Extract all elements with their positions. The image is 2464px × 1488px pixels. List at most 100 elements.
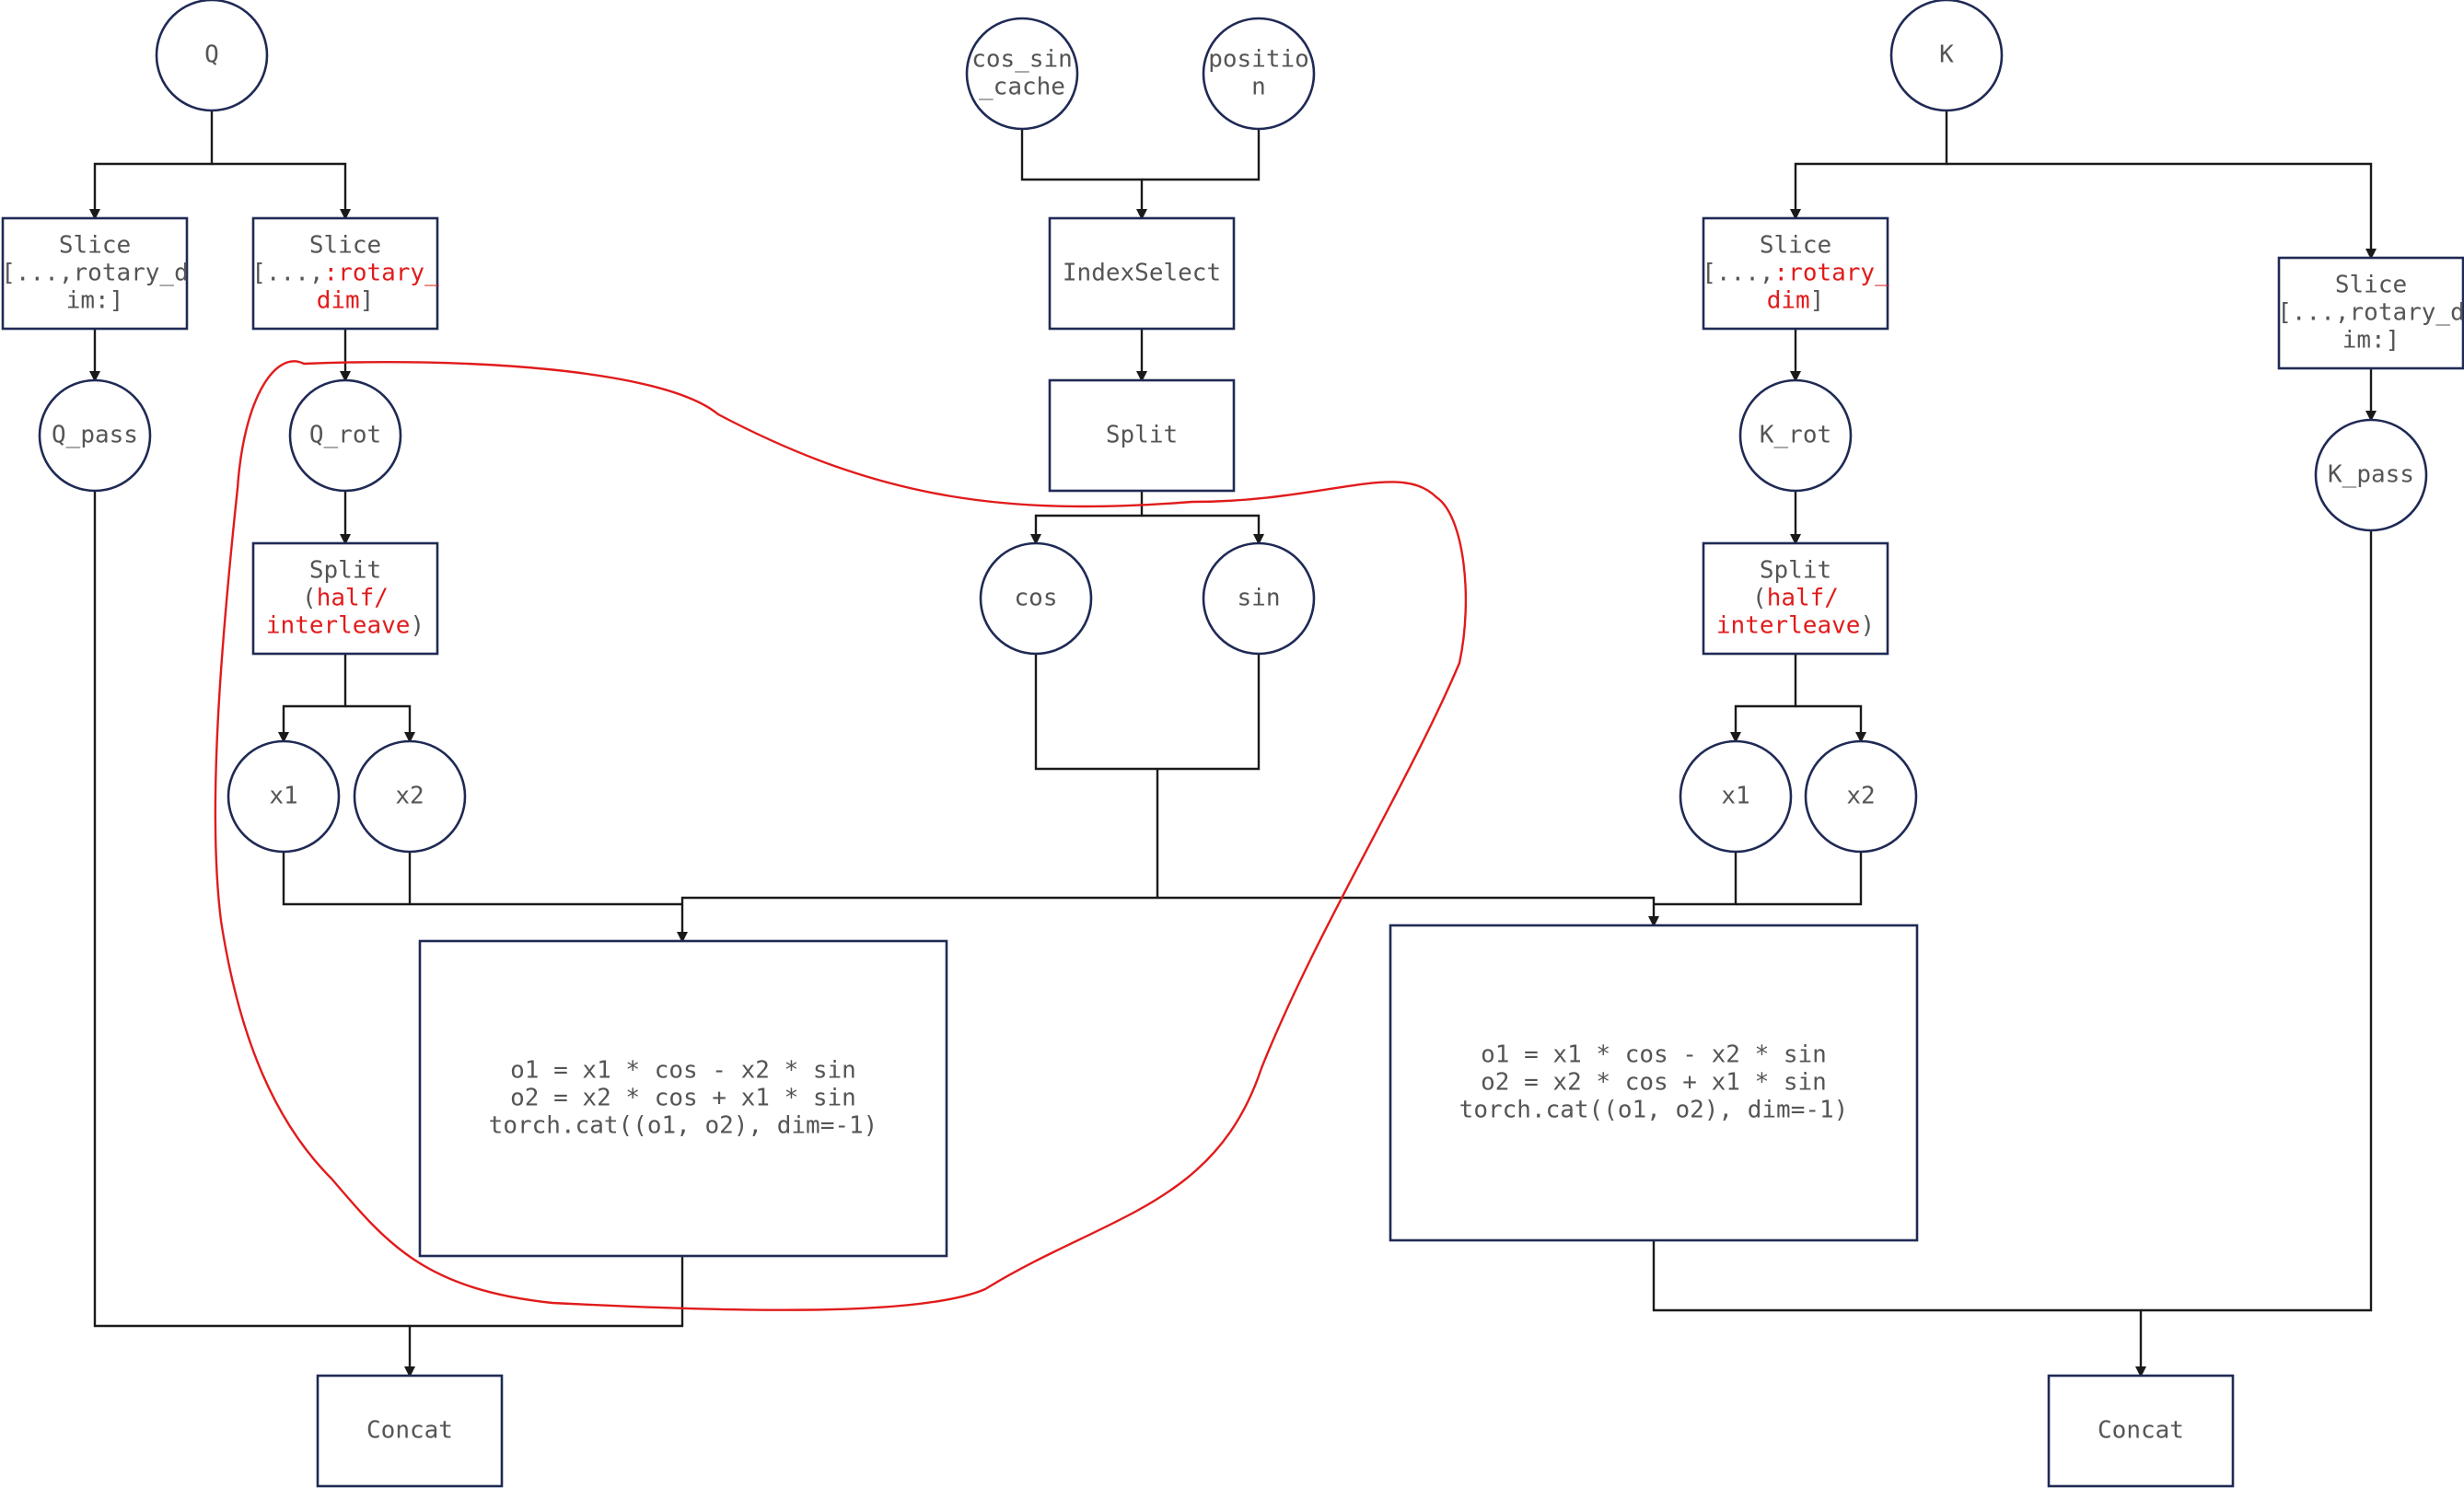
label-segment: n <box>1251 74 1266 101</box>
node-label: Q_pass <box>52 422 138 449</box>
node-shape <box>316 1374 504 1488</box>
label-segment: Slice <box>1760 232 1831 260</box>
label-segment: x2 <box>395 783 424 810</box>
edge-qpass-to-concat <box>93 491 410 1328</box>
label-segment: Q <box>204 41 219 69</box>
node-q-x2: x2 <box>353 739 467 854</box>
label-segment: Q_pass <box>52 422 138 449</box>
label-segment: ) <box>410 612 424 640</box>
node-label: Slice[...,:rotary_dim] <box>251 232 439 315</box>
label-segment: Slice <box>59 232 131 260</box>
label-segment: im:] <box>2342 327 2400 355</box>
node-label: sin <box>1238 585 1281 612</box>
node-shape <box>1202 17 1316 131</box>
node-shape <box>353 739 467 854</box>
edge-ksplit-to-x2 <box>1796 704 1866 743</box>
label-segment: ] <box>360 287 375 315</box>
node-label: x1 <box>269 783 297 810</box>
label-segment: im:] <box>66 287 124 315</box>
label-segment: :rotary_ <box>324 260 440 287</box>
node-label: x1 <box>1721 783 1749 810</box>
node-shape <box>1 216 189 331</box>
label-segment: half/ <box>1767 585 1839 612</box>
label-segment: Split <box>1760 557 1831 585</box>
node-label: Concat <box>366 1417 453 1445</box>
node-label: K <box>1939 41 1954 69</box>
edge-qx1-to-qrotate <box>282 852 682 906</box>
label-segment: [...,rotary_d <box>1 260 189 287</box>
label-segment: [...,rotary_d <box>2277 299 2464 327</box>
edge-kx2-to-krotate <box>1736 852 1863 906</box>
node-shape <box>979 541 1093 656</box>
edge-kpass-to-concat <box>2141 530 2373 1312</box>
node-q: Q <box>155 0 269 112</box>
label-segment: cos_sin <box>971 46 1073 74</box>
node-q-x1: x1 <box>227 739 341 854</box>
label-segment: Concat <box>2098 1417 2184 1445</box>
edge-qrotate-to-concat <box>404 1256 684 1378</box>
label-segment: [..., <box>1702 260 1773 287</box>
label-segment: x2 <box>1846 783 1875 810</box>
edge-qsplit-to-x2 <box>345 704 415 743</box>
node-k-concat: Concat <box>2047 1374 2235 1488</box>
node-shape <box>251 216 439 331</box>
node-label: x2 <box>395 783 424 810</box>
node-k-x1: x1 <box>1679 739 1793 854</box>
label-segment: Split <box>1106 422 1178 449</box>
label-segment: :rotary_ <box>1774 260 1890 287</box>
node-shape <box>1804 739 1918 854</box>
node-shape <box>288 378 402 493</box>
label-segment: sin <box>1238 585 1281 612</box>
node-q-slice-rot: Slice[...,:rotary_dim] <box>251 216 439 331</box>
edge-kx1-to-krotate <box>1654 852 1738 906</box>
node-label: IndexSelect <box>1063 260 1221 287</box>
node-index-select: IndexSelect <box>1048 216 1236 331</box>
label-segment: dim <box>317 287 360 315</box>
red-annotation-loop <box>214 360 1468 1311</box>
label-segment: Slice <box>2335 272 2407 299</box>
label-segment: half/ <box>317 585 389 612</box>
edge-cossin-to-qrotate <box>677 896 1157 943</box>
node-label: Q_rot <box>309 422 381 449</box>
edge-ksplit-to-x1 <box>1730 654 1797 743</box>
label-segment: ) <box>1860 612 1875 640</box>
label-segment: interleave <box>266 612 411 640</box>
label-segment: o1 = x1 * cos - x2 * sin <box>1481 1041 1827 1069</box>
node-shape <box>2047 1374 2235 1488</box>
node-shape <box>2277 256 2464 370</box>
node-k-rot: K_rot <box>1738 378 1853 493</box>
edges <box>89 110 2377 1378</box>
edge-k-to-slices <box>1790 110 1948 220</box>
node-k-x2: x2 <box>1804 739 1918 854</box>
node-q-rot: Q_rot <box>288 378 402 493</box>
node-label: x2 <box>1846 783 1875 810</box>
node-k-slice-rot: Slice[...,:rotary_dim] <box>1702 216 1889 331</box>
label-segment: Concat <box>366 1417 453 1445</box>
label-segment: K_rot <box>1760 422 1831 449</box>
node-cos-sin-cache: cos_sin_cache <box>965 17 1079 131</box>
node-label: Split <box>1106 422 1178 449</box>
edge-cossin-to-krotate <box>1157 896 1659 927</box>
node-label: Slice[...,:rotary_dim] <box>1702 232 1889 315</box>
label-segment: x1 <box>269 783 297 810</box>
edge-qsplit-to-x1 <box>278 654 347 743</box>
node-k-pass: K_pass <box>2314 418 2428 532</box>
node-shape <box>155 0 269 112</box>
label-segment: Q_rot <box>309 422 381 449</box>
node-shape <box>251 541 439 656</box>
node-label: cos_sin_cache <box>971 46 1073 101</box>
label-segment: [..., <box>251 260 323 287</box>
node-split-cache: Split <box>1048 378 1236 493</box>
edge-cache-to-index <box>1020 129 1147 220</box>
label-segment: ] <box>1810 287 1825 315</box>
node-shape <box>1889 0 2004 112</box>
edge-q-to-slices <box>89 110 214 220</box>
node-shape <box>1738 378 1853 493</box>
node-k-split: Split(half/interleave) <box>1702 541 1889 656</box>
